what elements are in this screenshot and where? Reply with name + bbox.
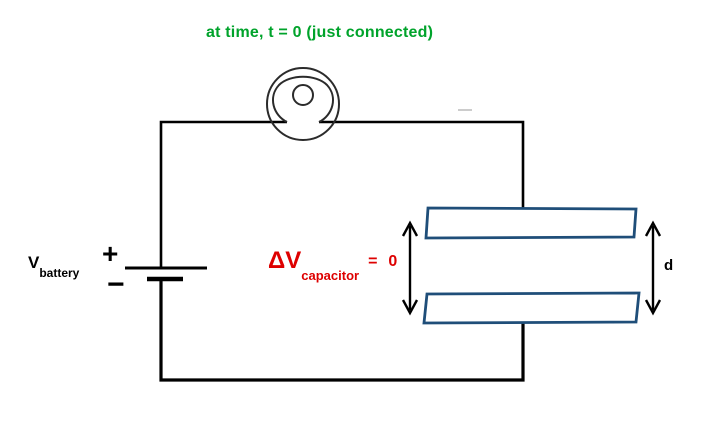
gap-arrow-right-head-down: [644, 299, 662, 316]
gap-arrow-right-head-up: [644, 220, 662, 237]
capacitor-symbol: [422, 206, 641, 325]
capacitor-bottom-plate: [422, 291, 641, 325]
battery-minus-sign: −: [107, 268, 125, 301]
battery-plus-sign: +: [102, 238, 119, 269]
wire-left-top: [159, 120, 287, 268]
bulb-circle: [266, 67, 340, 141]
capacitor-top-plate: [424, 206, 638, 240]
capacitor-voltage-symbol: ΔV: [268, 247, 302, 274]
wire-right-top: [319, 120, 525, 209]
bulb-filament: [272, 75, 334, 123]
capacitor-voltage-equals: =: [368, 253, 378, 270]
capacitor-voltage-value: 0: [388, 253, 398, 270]
bulb-filament-loop: [292, 84, 314, 106]
diagram-title: at time, t = 0 (just connected): [206, 24, 434, 41]
battery-symbol: [125, 266, 207, 282]
light-bulb-icon: [266, 67, 340, 141]
battery-voltage-subscript: battery: [39, 266, 80, 280]
gap-arrow-left-head-up: [401, 220, 419, 237]
battery-voltage-symbol: V: [28, 253, 40, 272]
plate-separation-label: d: [664, 257, 674, 274]
gap-arrow-left: [401, 220, 419, 316]
capacitor-voltage-subscript: capacitor: [301, 268, 360, 283]
gap-arrow-left-head-down: [401, 299, 419, 316]
gap-arrow-right: [644, 220, 662, 316]
wire-bottom: [159, 279, 525, 382]
